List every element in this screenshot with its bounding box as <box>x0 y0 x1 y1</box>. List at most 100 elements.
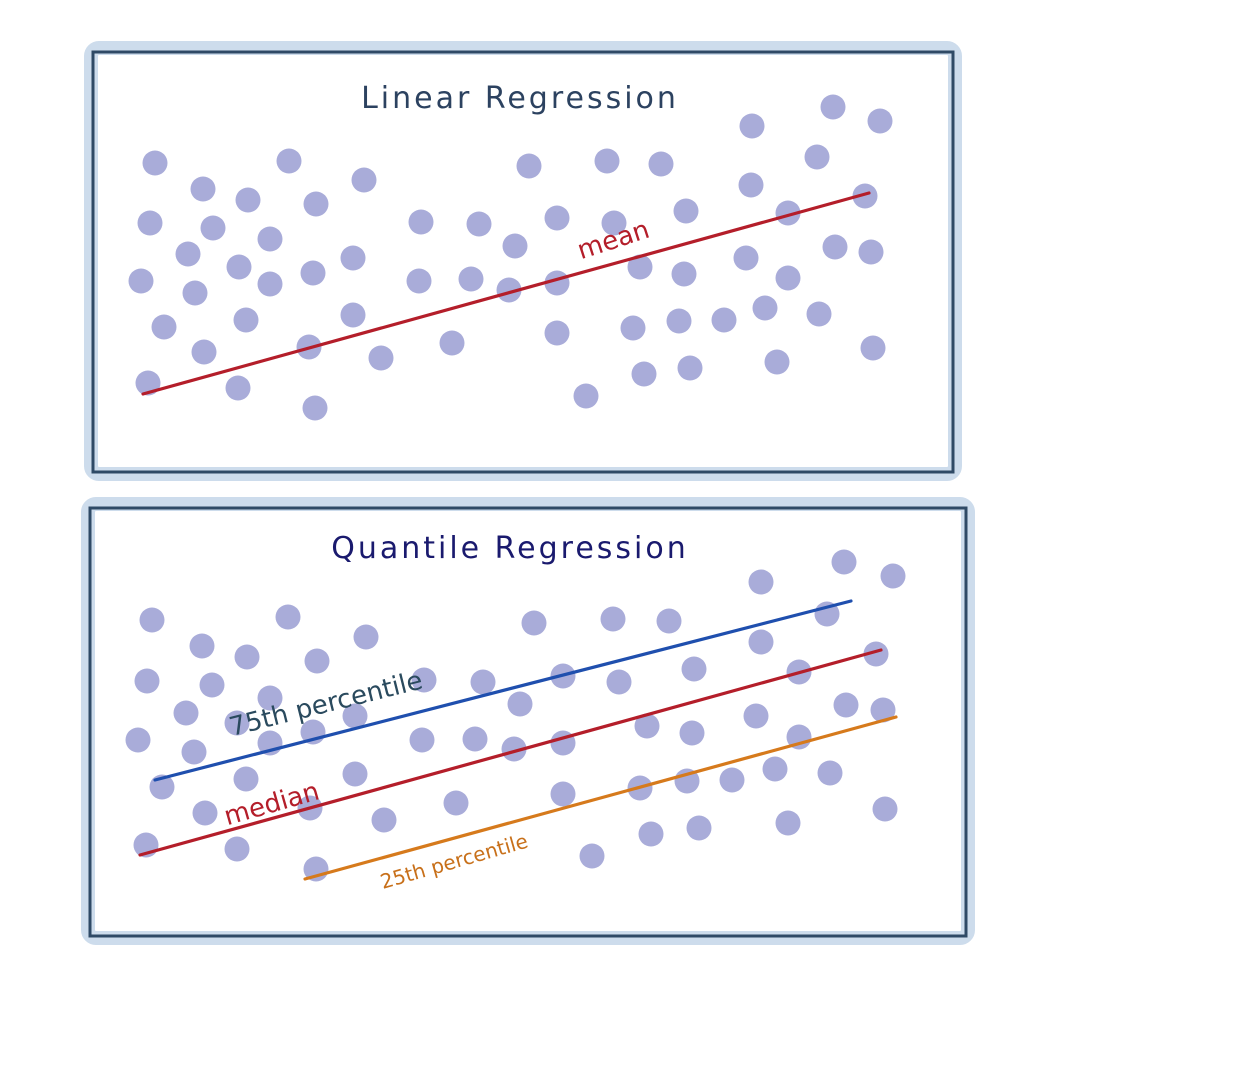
data-point <box>573 383 599 409</box>
data-point <box>501 736 527 762</box>
data-point <box>686 815 712 841</box>
data-point <box>806 301 832 327</box>
data-point <box>235 187 261 213</box>
p75-label: 75th percentile <box>226 666 425 743</box>
data-point <box>233 307 259 333</box>
data-point <box>351 167 377 193</box>
data-point <box>371 807 397 833</box>
panel-title: Quantile Regression <box>331 531 689 566</box>
data-point <box>200 215 226 241</box>
data-point <box>748 629 774 655</box>
data-point <box>137 210 163 236</box>
data-point <box>233 766 259 792</box>
data-point <box>852 183 878 209</box>
data-point <box>872 796 898 822</box>
data-point <box>775 810 801 836</box>
data-point <box>764 349 790 375</box>
data-point <box>648 151 674 177</box>
data-point <box>634 713 660 739</box>
data-point <box>151 314 177 340</box>
regression-lines <box>141 191 871 396</box>
data-point <box>521 610 547 636</box>
p25-line <box>303 715 898 881</box>
data-point <box>470 669 496 695</box>
data-point <box>748 569 774 595</box>
data-point <box>142 150 168 176</box>
data-point <box>342 761 368 787</box>
median-line <box>138 648 883 857</box>
data-point <box>257 271 283 297</box>
data-point <box>199 672 225 698</box>
data-point <box>224 836 250 862</box>
regression-lines <box>138 599 898 881</box>
mean-line <box>141 191 871 396</box>
data-point <box>340 245 366 271</box>
data-point <box>516 153 542 179</box>
data-point <box>733 245 759 271</box>
data-point <box>190 176 216 202</box>
data-point <box>822 234 848 260</box>
data-point <box>275 604 301 630</box>
data-point <box>226 254 252 280</box>
data-point <box>276 148 302 174</box>
data-point <box>739 113 765 139</box>
data-point <box>406 268 432 294</box>
data-point <box>443 790 469 816</box>
data-point <box>300 260 326 286</box>
data-point <box>666 308 692 334</box>
data-point <box>182 280 208 306</box>
data-point <box>817 760 843 786</box>
data-point <box>257 685 283 711</box>
data-point <box>139 607 165 633</box>
data-point <box>762 756 788 782</box>
data-point <box>594 148 620 174</box>
data-point <box>870 697 896 723</box>
panel-title: Linear Regression <box>361 81 679 116</box>
data-point <box>173 700 199 726</box>
data-point <box>411 667 437 693</box>
data-point <box>627 254 653 280</box>
panel-frame-inner <box>91 50 955 474</box>
data-point <box>342 703 368 729</box>
data-point <box>175 241 201 267</box>
data-point <box>544 205 570 231</box>
data-point <box>743 703 769 729</box>
panel-frame-outer <box>81 497 975 945</box>
data-point <box>304 648 330 674</box>
data-point <box>671 261 697 287</box>
data-point <box>550 781 576 807</box>
data-point <box>234 644 260 670</box>
data-point <box>673 198 699 224</box>
data-point <box>738 172 764 198</box>
data-point <box>408 209 434 235</box>
data-point <box>679 720 705 746</box>
data-point <box>128 268 154 294</box>
panel-quantile-regression: Quantile Regression 75th percentilemedia… <box>81 497 975 945</box>
data-point <box>867 108 893 134</box>
scatter-points <box>125 549 906 882</box>
data-point <box>189 633 215 659</box>
data-point <box>831 549 857 575</box>
data-point <box>880 563 906 589</box>
data-point <box>224 710 250 736</box>
scatter-points <box>128 94 893 421</box>
data-point <box>191 339 217 365</box>
data-point <box>820 94 846 120</box>
data-point <box>544 320 570 346</box>
panel-linear-regression: Linear Regression mean <box>84 41 962 481</box>
data-point <box>466 211 492 237</box>
data-point <box>439 330 465 356</box>
data-point <box>303 191 329 217</box>
panel-frame-inner <box>88 506 968 938</box>
p75-line <box>153 599 853 782</box>
data-point <box>804 144 830 170</box>
data-point <box>606 669 632 695</box>
data-point <box>601 210 627 236</box>
data-point <box>656 608 682 634</box>
data-point <box>600 606 626 632</box>
data-point <box>833 692 859 718</box>
data-point <box>579 843 605 869</box>
data-point <box>225 375 251 401</box>
data-point <box>858 239 884 265</box>
